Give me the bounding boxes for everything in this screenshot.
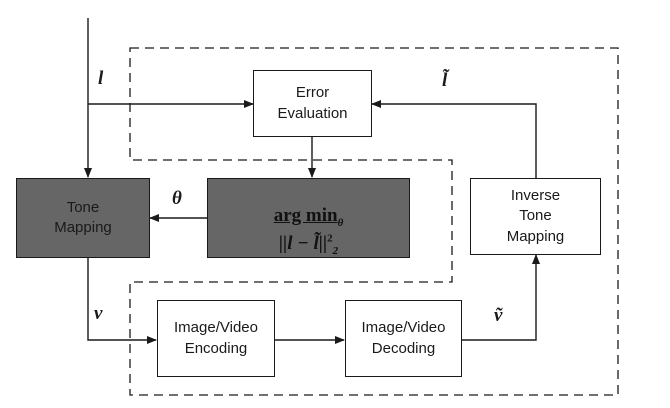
decoding-label: Image/Video Decoding [361, 319, 446, 357]
edge-label-tone-mapped: v [94, 303, 103, 324]
inverse-tone-mapping-node: Inverse Tone Mapping [470, 178, 601, 255]
edge-inverse-tone-mapping-to-error-evaluation [371, 100, 537, 178]
decoding-node: Image/Video Decoding [345, 300, 462, 377]
edge-decoding-to-inverse-tone-mapping [462, 254, 540, 341]
edge-label-params: θ [172, 188, 182, 209]
tone-mapping-label: Tone Mapping [54, 198, 112, 236]
encoding-label: Image/Video Encoding [174, 319, 258, 357]
edge-label-reconstructed: l̃ [442, 70, 448, 91]
edge-tone-mapping-to-encoding [87, 258, 157, 344]
formula-operator: arg min [273, 205, 338, 227]
dashed-region-optimization [129, 47, 619, 396]
formula-expression: ||l − l̃|| [278, 232, 328, 254]
error-evaluation-node: Error Evaluation [253, 70, 372, 137]
formula-norm-index: 2 [332, 244, 339, 257]
inverse-tone-mapping-label: Inverse Tone Mapping [506, 187, 565, 245]
formula-subscript: θ [337, 216, 344, 229]
error-evaluation-label: Error Evaluation [277, 84, 348, 122]
optimizer-formula: arg minθ ||l − l̃||22 [274, 178, 344, 259]
optimizer-node: arg minθ ||l − l̃||22 [207, 178, 410, 258]
edge-label-decoded: ṽ [494, 305, 503, 326]
formula-power: 2 [327, 232, 333, 245]
edge-label-input: l [98, 68, 104, 89]
encoding-node: Image/Video Encoding [157, 300, 275, 377]
tone-mapping-node: Tone Mapping [16, 178, 150, 258]
